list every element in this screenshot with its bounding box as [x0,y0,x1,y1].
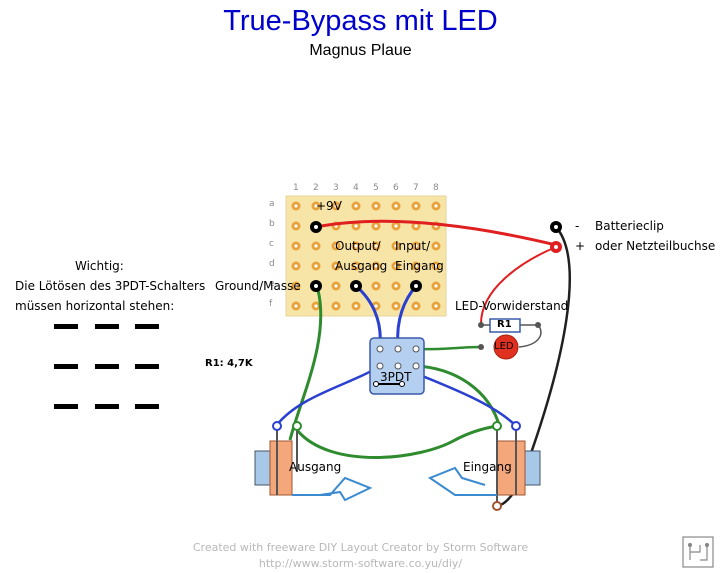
wire-red-9v [315,219,557,247]
lug-orientation-sketch [54,324,159,409]
resistor-r1 [489,318,521,333]
switch-lugs [373,345,420,387]
diy-logo-icon [682,536,714,568]
board-row-label: b [269,219,275,229]
label-power-jack: oder Netzteilbuchse [595,239,716,253]
output-jack [254,421,373,502]
board-column-label: 2 [313,183,319,193]
wire-black-battery [496,226,571,508]
label-jack-in: Eingang [463,460,512,474]
label-r1-value: R1: 4,7K [205,358,253,369]
label-battery: Batterieclip [595,219,664,233]
label-output-2: Ausgang [335,259,388,273]
input-jack [427,421,541,511]
label-r1: R1 [497,319,512,330]
wire-red-resistor [479,246,557,326]
wire-green-led [415,345,482,351]
label-input-1: Input/ [395,239,431,253]
label-input-2: Eingang [395,259,444,273]
board-row-label: c [269,239,274,249]
board-row-label: e [269,279,275,289]
board-column-label: 6 [393,183,399,193]
label-plus: + [575,239,586,253]
board-row-label: d [269,259,275,269]
board-column-label: 4 [353,183,359,193]
label-led: LED [494,341,514,352]
board-row-label: f [269,299,273,309]
label-minus: - [575,219,580,233]
label-9v: +9V [316,199,342,213]
board-column-label: 1 [293,183,299,193]
label-led-resistor: LED-Vorwiderstand [455,299,569,313]
note-line-3: müssen horizontal stehen: [15,299,175,313]
board-column-label: 3 [333,183,339,193]
footer-url: http://www.storm-software.co.yu/diy/ [258,557,463,570]
label-jack-out: Ausgang [289,460,342,474]
board-row-label: a [269,199,275,209]
board-column-label: 7 [413,183,419,193]
board-column-label: 5 [373,183,379,193]
note-heading: Wichtig: [75,259,124,273]
wire-green-input-jack [415,364,502,429]
diagram-title: True-Bypass mit LED [223,5,498,37]
wire-green-jacks [295,424,498,459]
note-line-2: Die Lötösen des 3PDT-Schalters [15,279,206,293]
board-column-label: 8 [433,183,439,193]
label-ground: Ground/Masse [215,279,301,293]
footer-credit: Created with freeware DIY Layout Creator… [192,541,529,554]
wire-blue-output-jack [275,364,381,427]
label-switch: 3PDT [380,370,412,384]
label-output-1: Output/ [335,239,381,253]
led-body [493,334,519,360]
author: Magnus Plaue [309,42,412,59]
